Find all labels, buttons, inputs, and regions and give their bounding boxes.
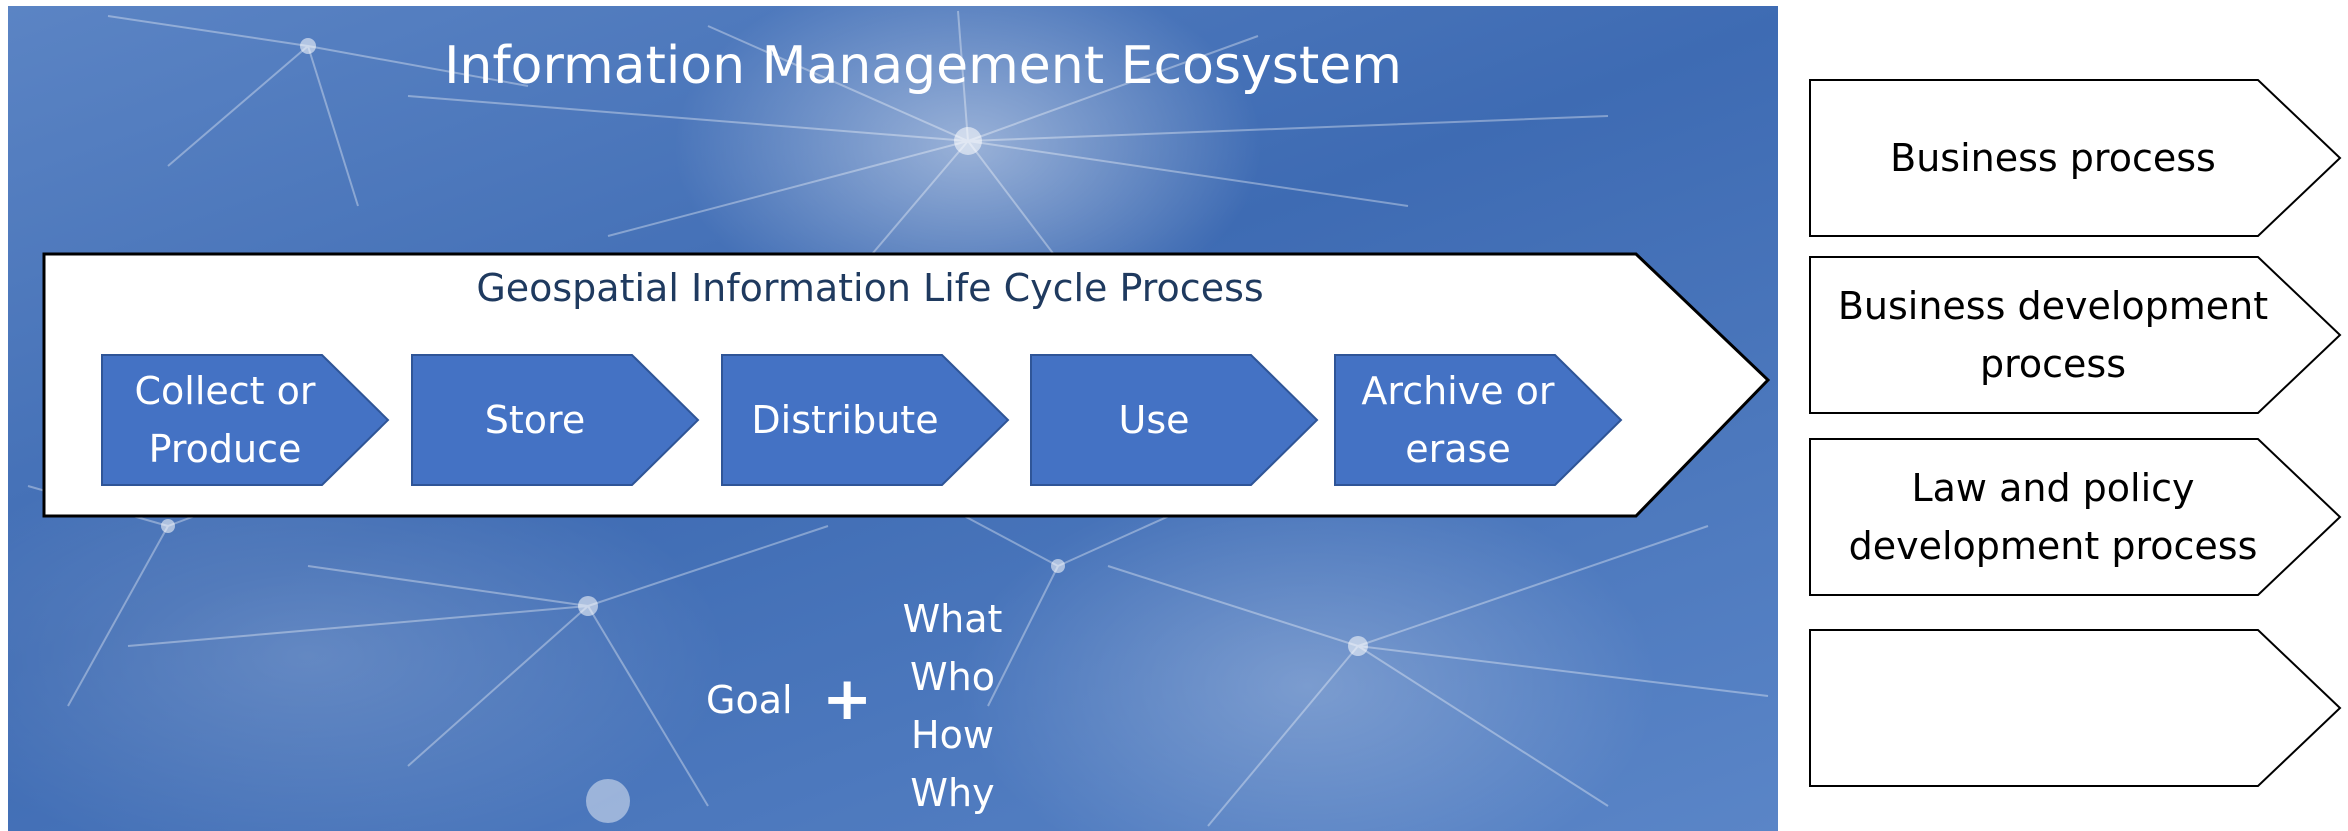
step-chevron [721,354,1010,486]
step-chevron [1334,354,1623,486]
step-label: Distribute [751,398,939,442]
step-chevron [1030,354,1319,486]
process-label-line2: development process [1848,524,2258,568]
step-chevron [101,354,390,486]
process-label: Business development process [1808,255,2298,415]
process-business-development: Business development process [1808,255,2344,415]
step-distribute: Distribute [720,353,1010,487]
process-label [1808,628,2298,788]
process-label-line1: Business development [1837,284,2269,328]
step-label-line2: erase [1405,427,1511,471]
process-arrow [1809,256,2342,414]
step-label-line2: Produce [148,427,302,471]
process-empty [1808,628,2344,788]
process-arrow [1809,629,2342,787]
process-label: Law and policy development process [1808,437,2298,597]
question-what: What [902,597,1003,641]
question-how: How [911,713,994,757]
process-business: Business process [1808,78,2344,238]
question-list: What Who How Why [885,590,1020,822]
plus-sign: + [822,664,873,734]
step-label: Archive or erase [1333,353,1583,487]
step-store: Store [410,353,700,487]
process-law-and-policy: Law and policy development process [1808,437,2344,597]
step-chevron [411,354,700,486]
process-arrow [1809,79,2342,237]
process-arrow [1809,438,2342,596]
goal-label: Goal [706,678,793,722]
step-label: Collect or Produce [100,353,350,487]
question-who: Who [910,655,995,699]
step-label-line1: Archive or [1361,369,1555,413]
process-label-line2: process [1979,342,2126,386]
diagram-title: Information Management Ecosystem [444,36,1402,96]
step-archive-or-erase: Archive or erase [1333,353,1623,487]
process-label-line1: Law and policy [1911,466,2195,510]
step-use: Use [1029,353,1319,487]
step-label-line1: Collect or [134,369,316,413]
step-label: Use [1118,398,1190,442]
step-collect-or-produce: Collect or Produce [100,353,390,487]
question-why: Why [910,771,995,815]
life-cycle-label: Geospatial Information Life Cycle Proces… [476,266,1264,310]
step-label: Store [484,398,586,442]
process-label: Business process [1890,136,2216,180]
